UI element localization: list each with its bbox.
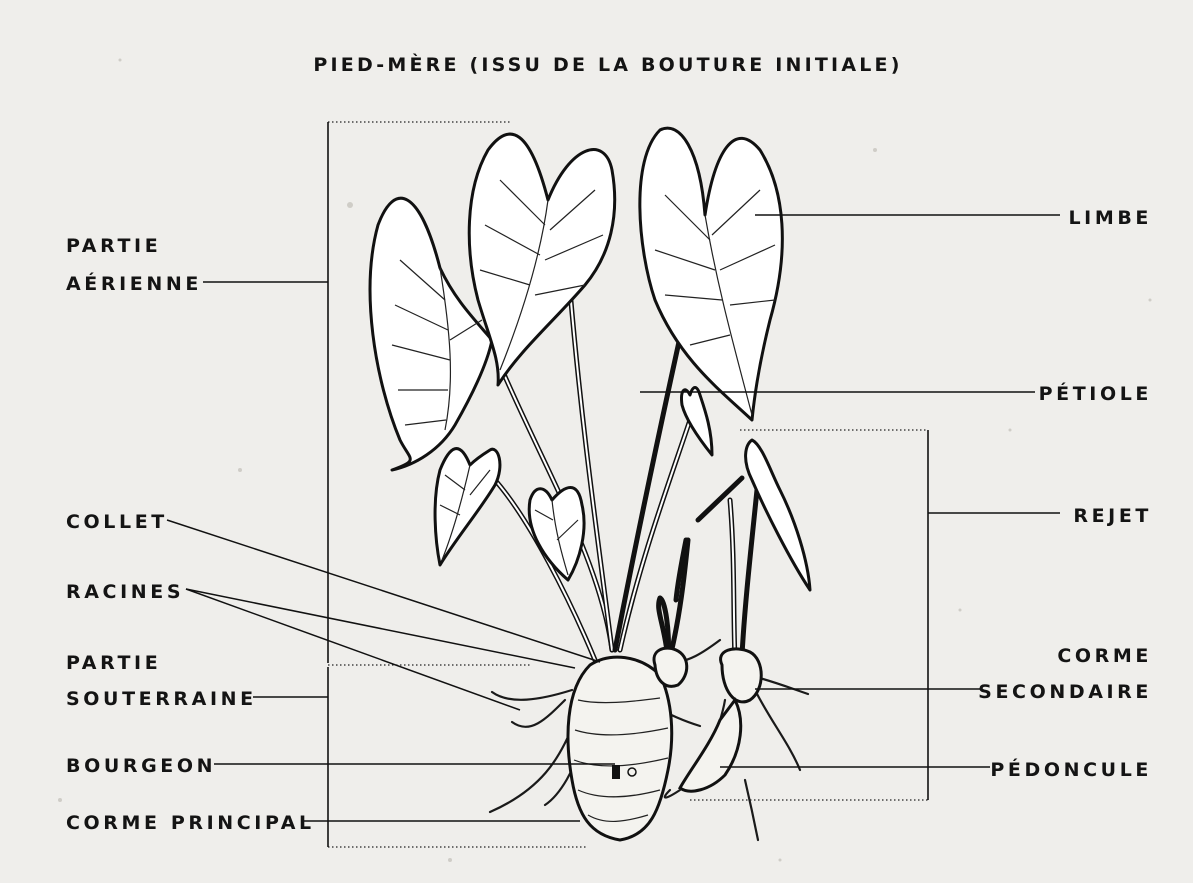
diagram-title: PIED-MÈRE (ISSU DE LA BOUTURE INITIALE) bbox=[313, 53, 902, 76]
label-corme-principal: CORME PRINCIPAL bbox=[66, 812, 315, 834]
label-rejet: REJET bbox=[1073, 505, 1152, 527]
plant-illustration bbox=[370, 128, 810, 840]
label-partie-aerienne-line1: PARTIE bbox=[66, 235, 161, 257]
label-racines: RACINES bbox=[66, 581, 184, 603]
label-partie-souterraine-line2: SOUTERRAINE bbox=[66, 688, 257, 710]
right-labels: LIMBE PÉTIOLE REJET CORME SECONDAIRE PÉD… bbox=[978, 207, 1152, 781]
label-limbe: LIMBE bbox=[1068, 207, 1152, 229]
left-labels: PARTIE AÉRIENNE COLLET RACINES PARTIE SO… bbox=[66, 235, 315, 834]
secondary-corm-shape bbox=[721, 649, 762, 702]
bud-mark bbox=[612, 765, 620, 779]
label-petiole: PÉTIOLE bbox=[1039, 382, 1152, 405]
main-corm-shape bbox=[568, 657, 672, 840]
label-bourgeon: BOURGEON bbox=[66, 755, 216, 777]
label-partie-aerienne-line2: AÉRIENNE bbox=[66, 272, 202, 295]
label-corme-secondaire-line1: CORME bbox=[1057, 645, 1152, 667]
label-corme-secondaire-line2: SECONDAIRE bbox=[978, 681, 1152, 703]
label-pedoncule: PÉDONCULE bbox=[990, 758, 1152, 781]
label-collet: COLLET bbox=[66, 511, 168, 533]
label-partie-souterraine-line1: PARTIE bbox=[66, 652, 161, 674]
